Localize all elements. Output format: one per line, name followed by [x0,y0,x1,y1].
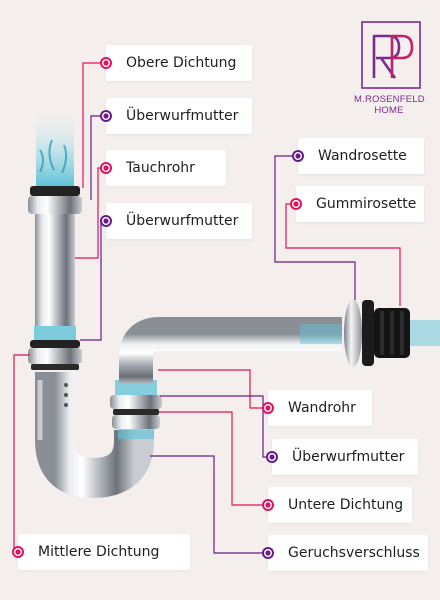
label-text: Überwurfmutter [292,449,405,465]
leader-wandrosette [274,155,356,300]
leader-ueberwurfmutter-bottom [160,395,272,458]
leader-untere-dichtung [159,411,268,506]
brand-logo: M.ROSENFELD HOME [354,94,425,116]
leader-mittlere-dichtung [13,354,30,553]
label-untere-dichtung: Untere Dichtung [268,487,412,523]
leader-obere-dichtung [82,62,105,188]
lower-coupling [110,380,162,439]
label-text: Mittlere Dichtung [38,544,160,560]
label-text: Gummirosette [316,196,417,212]
wall-rosette [344,299,410,367]
label-geruchsverschluss: Geruchsverschluss [268,535,428,571]
middle-coupling [28,326,82,370]
label-ueberwurfmutter-top: Überwurfmutter [106,98,252,134]
label-text: Überwurfmutter [126,213,239,229]
upper-nut [28,186,82,214]
label-text: Untere Dichtung [288,497,404,513]
label-obere-dichtung: Obere Dichtung [106,45,252,81]
leader-ueberwurfmutter-mid [80,220,105,341]
brand-logo-mark [361,21,421,89]
leader-wandrohr [158,369,268,409]
brand-sub: HOME [374,105,404,116]
label-gummirosette: Gummirosette [296,186,424,222]
label-ueberwurfmutter-bottom: Überwurfmutter [272,439,418,475]
leader-gummirosette [285,203,401,306]
leader-geruchsverschluss [150,455,268,554]
label-text: Tauchrohr [126,160,195,176]
wandrohr-pipe [119,317,342,384]
label-ueberwurfmutter-mid: Überwurfmutter [106,203,252,239]
label-text: Wandrohr [288,400,356,416]
tauchrohr-pipe [35,214,75,326]
water-outflow [300,320,440,346]
label-tauchrohr: Tauchrohr [106,150,226,186]
brand-name: M.ROSENFELD [354,94,425,105]
label-mittlere-dichtung: Mittlere Dichtung [18,534,190,570]
label-text: Wandrosette [318,148,407,164]
label-wandrohr: Wandrohr [268,390,372,426]
label-text: Überwurfmutter [126,108,239,124]
u-bend [35,372,154,499]
water-inflow [36,110,74,190]
label-text: Obere Dichtung [126,55,237,71]
label-wandrosette: Wandrosette [298,138,424,174]
label-text: Geruchsverschluss [288,545,420,561]
